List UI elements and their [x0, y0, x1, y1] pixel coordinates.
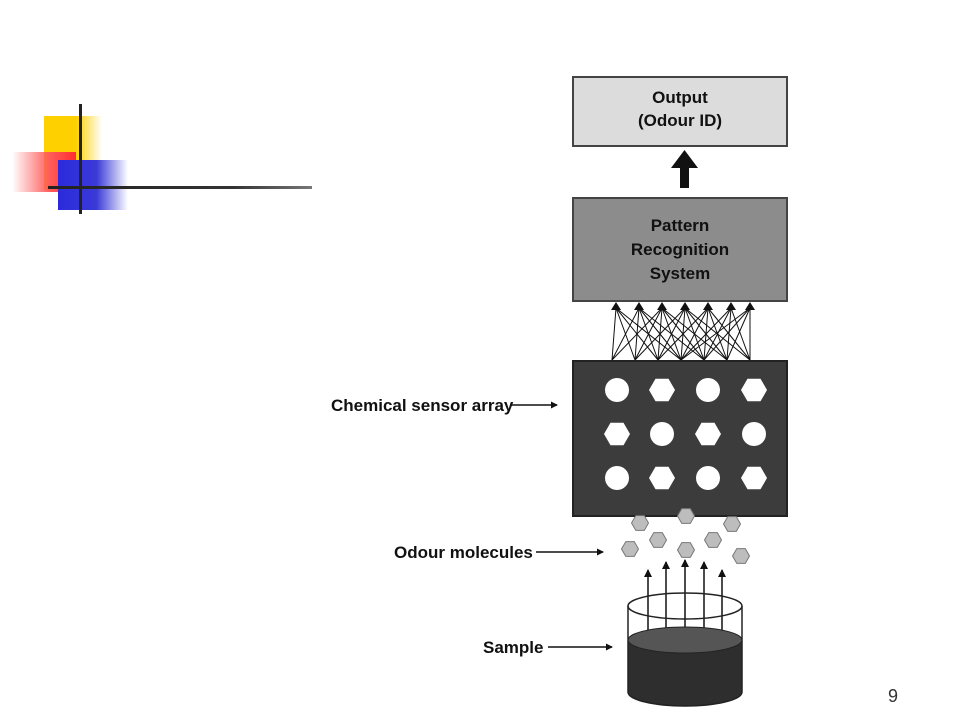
connection-line [726, 307, 751, 361]
output-box-line-2: (Odour ID) [638, 111, 722, 130]
connection-line [684, 307, 728, 361]
sensor-element [605, 378, 629, 402]
connection-line [684, 307, 751, 361]
sensor-array-label: Chemical sensor array [331, 396, 514, 415]
output-box-rect [572, 76, 788, 147]
sample-label: Sample [483, 638, 543, 657]
odour-molecule [648, 532, 668, 548]
sensor-element [604, 422, 630, 446]
ornament-blue-square [58, 160, 128, 210]
connection-line [615, 307, 636, 361]
pattern-box-line-1: Pattern [651, 216, 710, 235]
odour-molecule [722, 516, 742, 532]
pattern-box-rect [572, 197, 788, 302]
connection-line [703, 307, 751, 361]
label-chemical-sensor-array: Chemical sensor array [331, 396, 558, 415]
connection-line [611, 307, 617, 361]
connection-line [661, 307, 705, 361]
odour-molecule [620, 541, 640, 557]
sensor-element [650, 422, 674, 446]
connection-line [730, 307, 751, 361]
ornament-vertical-line [79, 104, 82, 214]
sensor-element [649, 378, 675, 402]
connection-line [638, 307, 705, 361]
odour-molecule [676, 542, 696, 558]
page-number: 9 [888, 686, 899, 706]
odour-molecules [620, 508, 751, 564]
sensor-element [742, 422, 766, 446]
ornament-horizontal-line [48, 186, 312, 189]
connection-line [661, 307, 728, 361]
output-box-line-1: Output [652, 88, 708, 107]
sensor-element [696, 466, 720, 490]
connection-arrowhead [726, 302, 736, 310]
connection-arrowhead [657, 302, 667, 310]
sensor-element [696, 378, 720, 402]
label-sample: Sample [483, 638, 613, 657]
label-odour-molecules: Odour molecules [394, 543, 604, 562]
sensor-element [741, 378, 767, 402]
sensor-to-pattern-connections [611, 302, 755, 361]
pattern-box-line-3: System [650, 264, 710, 283]
sample-beaker [627, 592, 743, 707]
odour-molecules-label: Odour molecules [394, 543, 533, 562]
connection-arrowhead [680, 302, 690, 310]
sensor-element [695, 422, 721, 446]
pattern-box-line-2: Recognition [631, 240, 729, 259]
odour-molecule [703, 532, 723, 548]
connection-arrowhead [745, 302, 755, 310]
connection-arrowhead [703, 302, 713, 310]
connection-line [615, 307, 659, 361]
sensor-array-box [572, 360, 788, 517]
sensor-element [649, 466, 675, 490]
connection-arrowhead [611, 302, 621, 310]
connection-arrowhead [634, 302, 644, 310]
connection-line [615, 307, 682, 361]
output-box: Output (Odour ID) [572, 76, 788, 147]
sensor-element [605, 466, 629, 490]
pattern-recognition-box: Pattern Recognition System [572, 197, 788, 302]
sensor-elements [604, 378, 767, 490]
odour-molecule [731, 548, 751, 564]
odour-molecule [676, 508, 696, 524]
connection-line [707, 307, 751, 361]
connection-line [638, 307, 682, 361]
sensor-element [741, 466, 767, 490]
odour-molecule [630, 515, 650, 531]
output-arrow [671, 150, 698, 188]
